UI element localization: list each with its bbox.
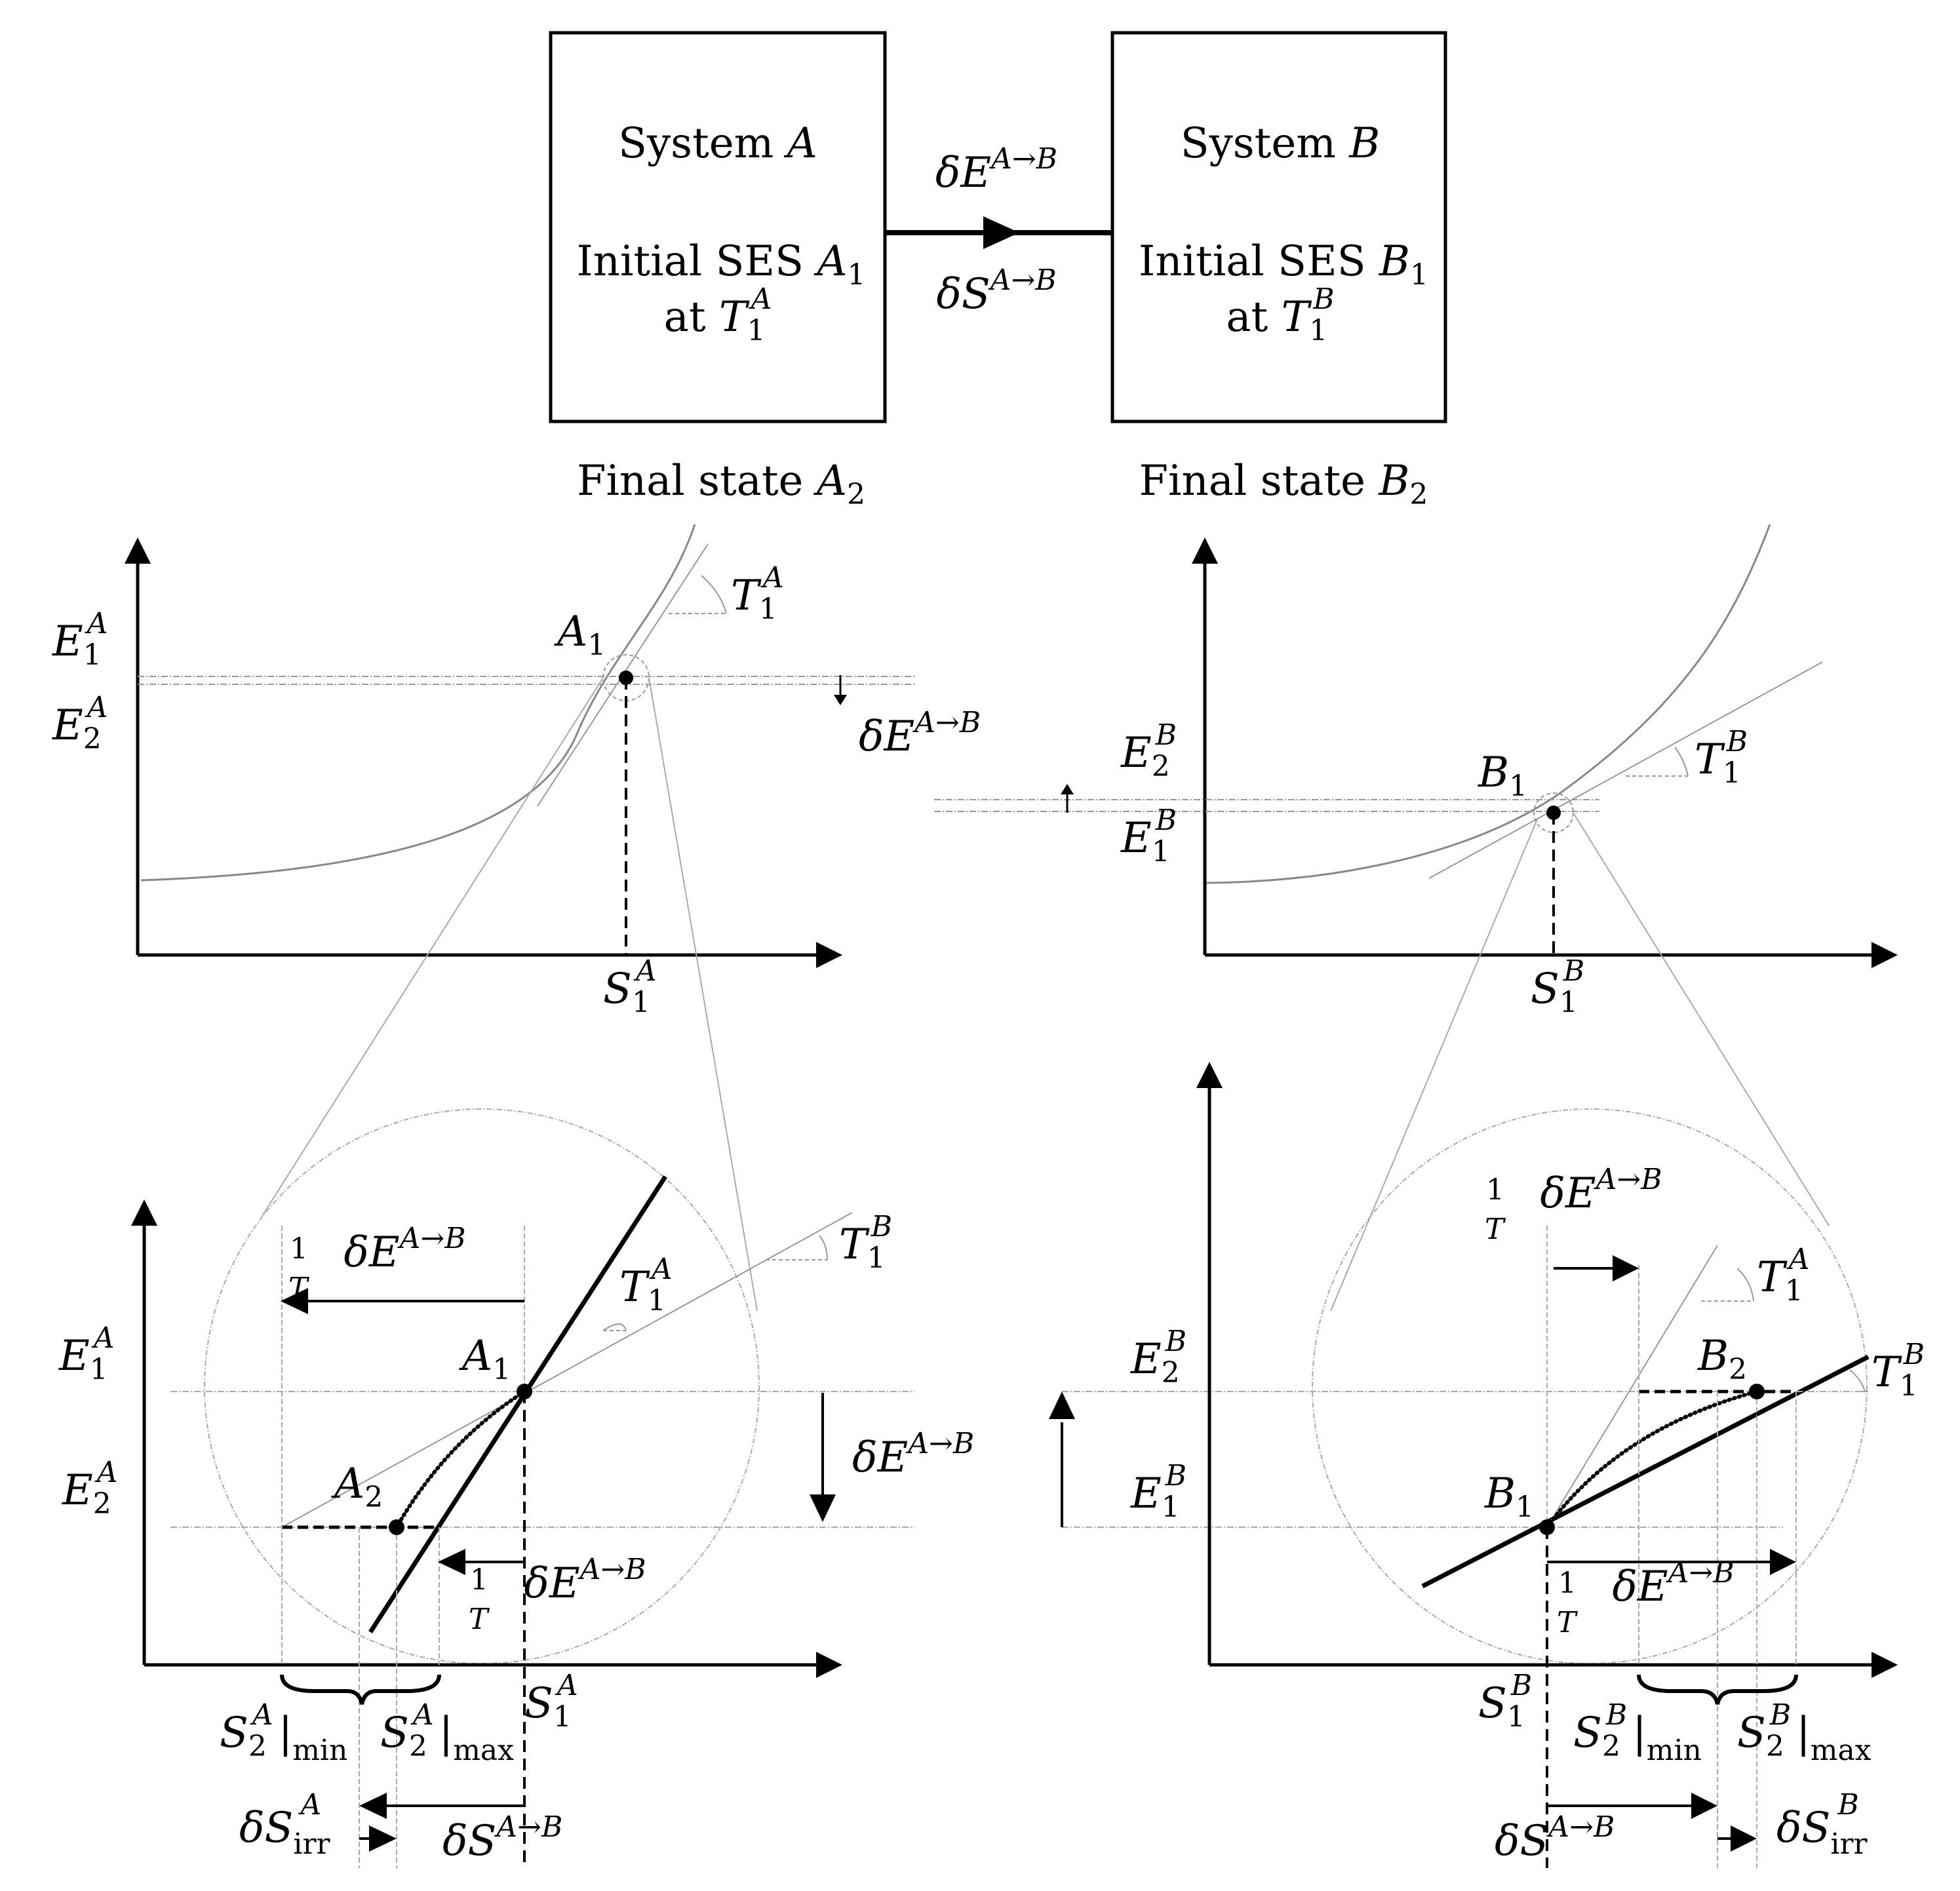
svg-text:T1A: T1A xyxy=(1757,1243,1809,1308)
transfer-connector: δEA→B δSA→B xyxy=(885,142,1112,319)
system-b-title: System B xyxy=(1181,119,1381,168)
transfer-entropy-label: δSA→B xyxy=(936,263,1056,319)
point-b1-zoom-dot xyxy=(1539,1519,1555,1535)
system-a-temperature: at T1A xyxy=(664,283,772,347)
point-b2-dot xyxy=(1749,1384,1765,1399)
svg-text:E1B: E1B xyxy=(1130,1459,1186,1524)
svg-text:S1A: S1A xyxy=(603,954,657,1019)
svg-text:T1B: T1B xyxy=(839,1210,892,1275)
svg-text:S2A|min: S2A|min xyxy=(220,1698,347,1767)
point-a1-zoom-dot xyxy=(517,1384,532,1399)
svg-text:T1B: T1B xyxy=(1872,1338,1925,1403)
system-b-initial: Initial SES B1 xyxy=(1139,237,1428,292)
system-b-box: System B Initial SES B1 at T1B xyxy=(1110,31,1447,423)
svg-text:S1B: S1B xyxy=(1478,1669,1532,1734)
system-a-box: System A Initial SES A1 at T1A xyxy=(549,31,887,423)
svg-text:δSA→B: δSA→B xyxy=(1495,1810,1615,1865)
svg-text:S1B: S1B xyxy=(1531,954,1584,1019)
plot-b-top: E2B E1B B1 T1B S1B xyxy=(934,524,1898,1019)
system-b-final-state: Final state B2 xyxy=(1139,457,1428,511)
zoom-guides xyxy=(262,677,1830,1312)
svg-text:E1B: E1B xyxy=(1120,804,1177,868)
svg-text:E2A: E2A xyxy=(62,1456,118,1521)
svg-text:B2: B2 xyxy=(1697,1332,1747,1386)
svg-text:E2B: E2B xyxy=(1130,1325,1186,1390)
svg-text:B1: B1 xyxy=(1484,1470,1534,1524)
svg-text:S1A: S1A xyxy=(524,1669,578,1734)
system-a-title: System A xyxy=(618,119,817,168)
point-a2-dot xyxy=(389,1519,404,1535)
svg-text:A1: A1 xyxy=(554,608,606,662)
transfer-arrow-icon xyxy=(983,216,1019,249)
svg-text:A1: A1 xyxy=(459,1332,511,1386)
svg-text:E2A: E2A xyxy=(52,691,108,756)
svg-text:E1A: E1A xyxy=(58,1321,115,1386)
svg-text:T1B: T1B xyxy=(1695,725,1748,790)
svg-text:δEA→B: δEA→B xyxy=(852,1427,974,1482)
svg-text:δSA→B: δSA→B xyxy=(442,1810,562,1865)
svg-text:T1A: T1A xyxy=(731,561,783,626)
svg-text:δEA→B: δEA→B xyxy=(859,706,981,761)
svg-text:E1A: E1A xyxy=(52,607,108,672)
transfer-energy-label: δEA→B xyxy=(935,142,1057,197)
system-a-final-state: Final state A2 xyxy=(577,457,865,511)
svg-text:T1A: T1A xyxy=(619,1253,672,1317)
svg-text:S2B|min: S2B|min xyxy=(1573,1698,1702,1767)
system-b-temperature: at T1B xyxy=(1226,283,1334,347)
svg-text:A2: A2 xyxy=(331,1460,383,1514)
svg-text:S2A|max: S2A|max xyxy=(380,1698,514,1767)
plot-a-top: E1A E2A A1 T1A δEA→B S1A xyxy=(52,524,981,1019)
svg-text:δSirrA: δSirrA xyxy=(239,1788,330,1861)
svg-text:B1: B1 xyxy=(1478,749,1527,803)
svg-text:E2B: E2B xyxy=(1120,718,1177,783)
svg-text:δSirrB: δSirrB xyxy=(1776,1788,1868,1861)
svg-text:S2B|max: S2B|max xyxy=(1737,1698,1872,1767)
system-a-initial: Initial SES A1 xyxy=(576,237,865,292)
